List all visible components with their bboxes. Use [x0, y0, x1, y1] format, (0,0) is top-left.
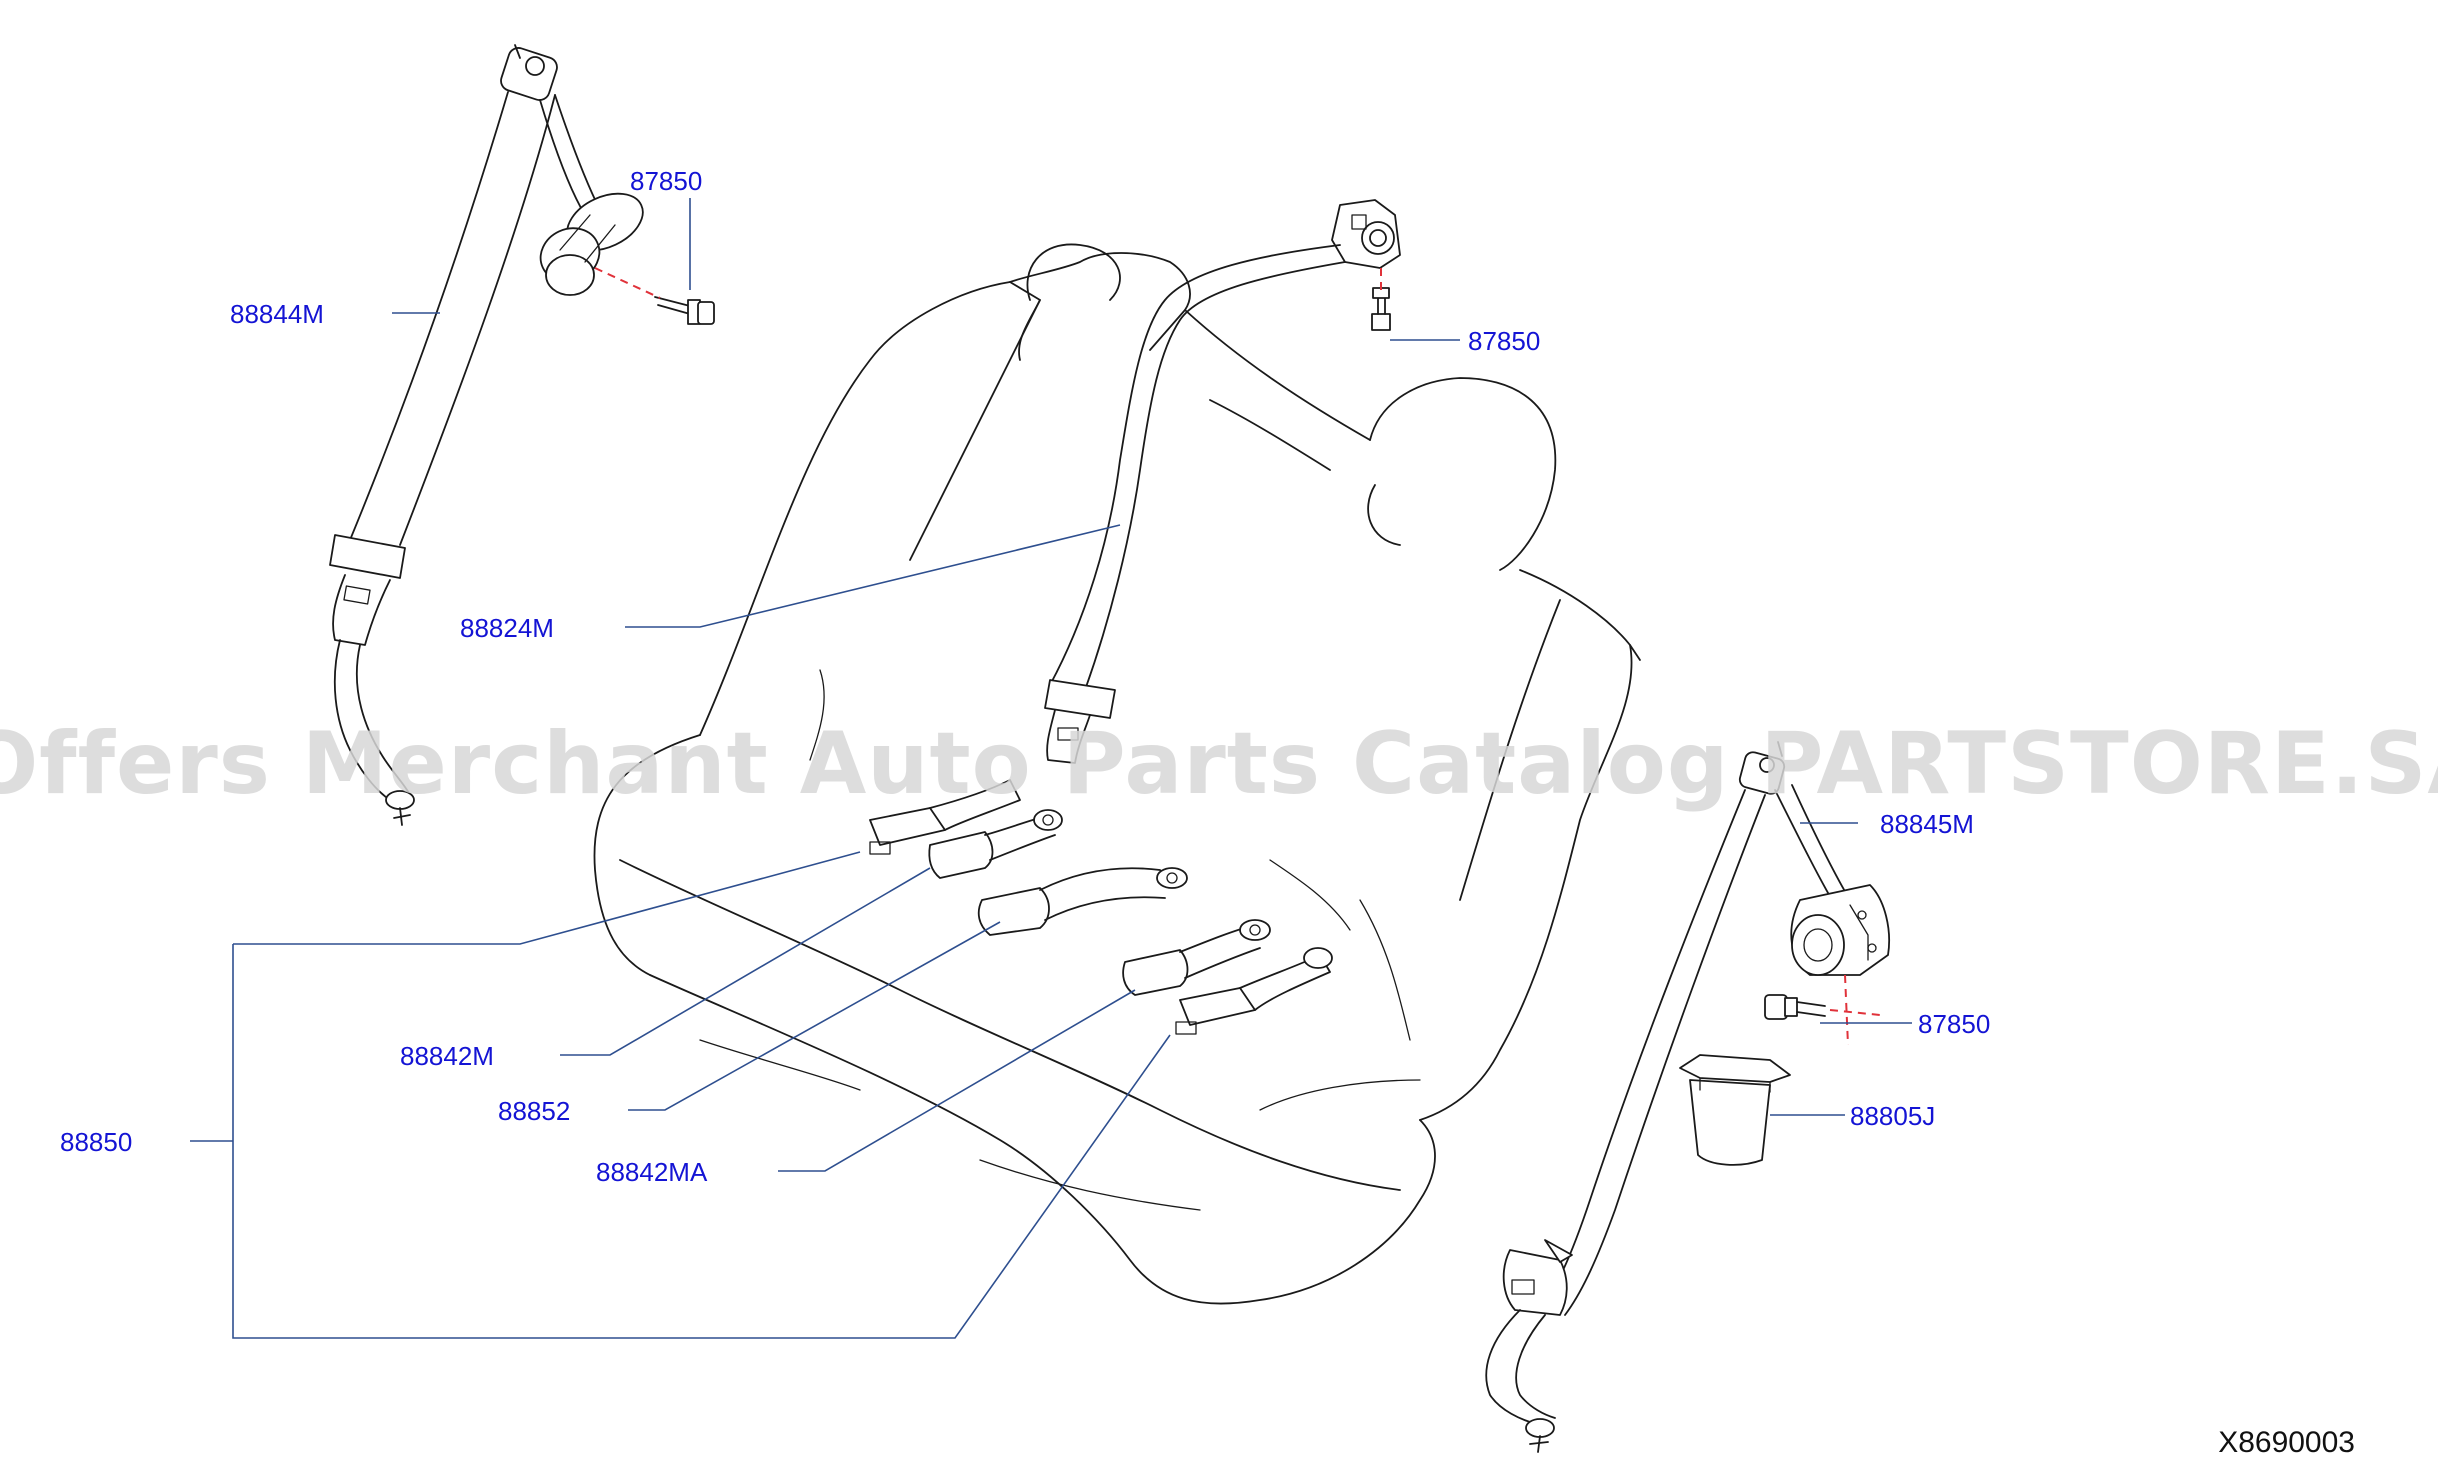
- label-88824m: 88824M: [460, 613, 554, 643]
- install-dash-top: [594, 267, 661, 299]
- label-88844m: 88844M: [230, 299, 324, 329]
- bolt-87850-top: [654, 296, 715, 325]
- rear-seat-outline: [593, 243, 1641, 1305]
- label-88842ma: 88842MA: [596, 1157, 708, 1187]
- left-seat-belt-88844m: [329, 44, 715, 826]
- seat-buckles: [869, 779, 1333, 1035]
- label-88852: 88852: [498, 1096, 570, 1126]
- watermark-text: Offers Merchant Auto Parts Catalog PARTS…: [0, 714, 2438, 814]
- callout-labels: 87850 88844M 87850 88824M 88845M 87850 8…: [60, 166, 1990, 1187]
- left-retractor: [539, 192, 644, 296]
- right-retractor: [1790, 884, 1890, 976]
- label-88845m: 88845M: [1880, 809, 1974, 839]
- right-seat-belt-88845m: [1485, 741, 1890, 1453]
- label-87850-right: 87850: [1468, 326, 1540, 356]
- bolt-87850-lower: [1764, 994, 1826, 1020]
- belt-cover-88805j: [1679, 1054, 1791, 1166]
- label-88850: 88850: [60, 1127, 132, 1157]
- install-dash-lower: [1829, 1009, 1881, 1016]
- leader-lines: [190, 198, 1912, 1339]
- label-87850-lower: 87850: [1918, 1009, 1990, 1039]
- label-88805j: 88805J: [1850, 1101, 1935, 1131]
- label-87850-top: 87850: [630, 166, 702, 196]
- center-upper-belt-88824m: [1044, 199, 1401, 764]
- install-dash-vertical: [1844, 974, 1849, 1046]
- bolt-87850-right: [1371, 287, 1391, 331]
- label-88842m: 88842M: [400, 1041, 494, 1071]
- diagram-reference-code: X8690003: [2218, 1426, 2355, 1459]
